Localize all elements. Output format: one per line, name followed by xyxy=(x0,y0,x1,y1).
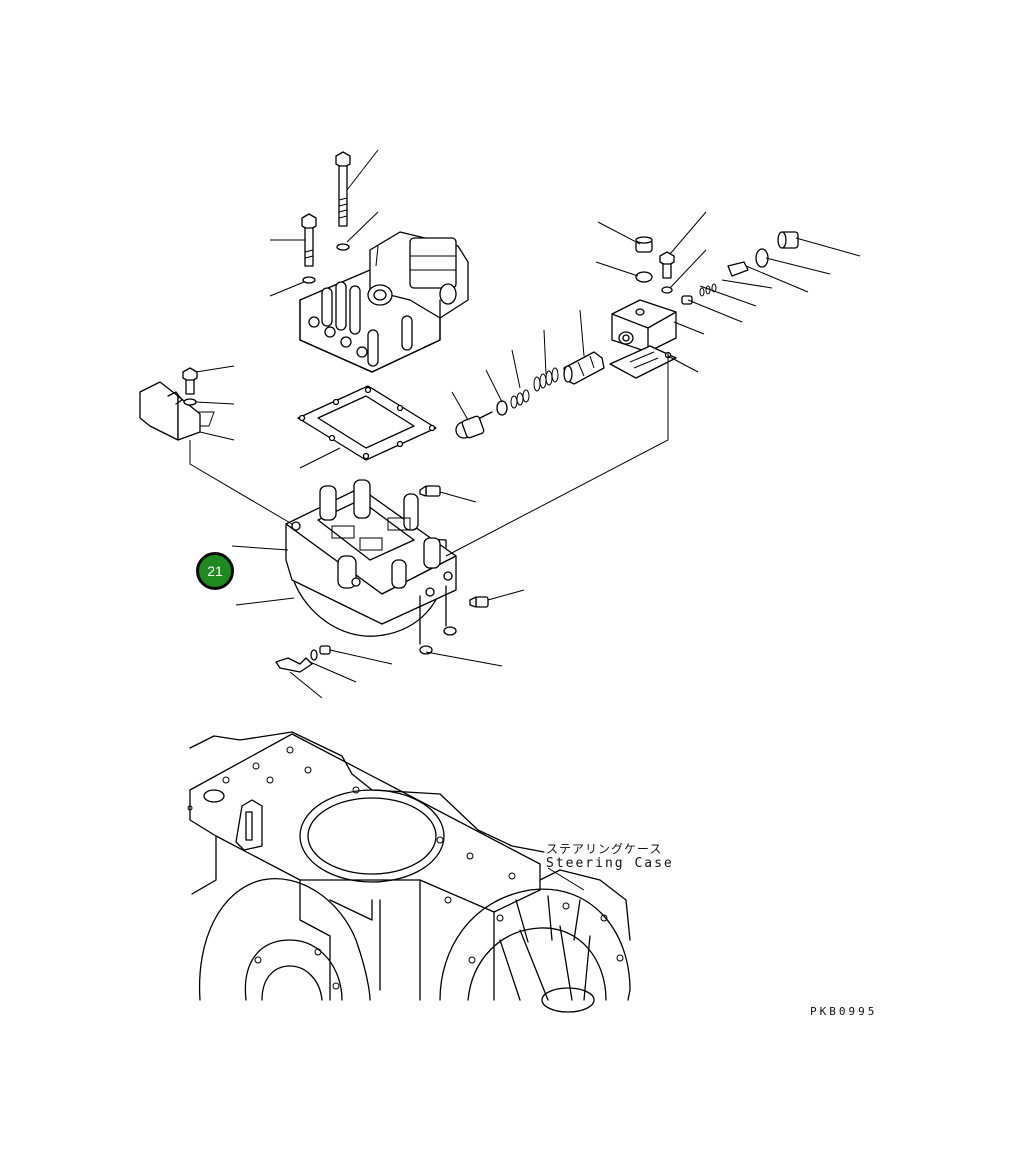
solenoid-plug[interactable] xyxy=(455,411,493,439)
plug-large[interactable] xyxy=(777,231,799,249)
gasket-upper[interactable] xyxy=(184,385,437,461)
location-label-en: Steering Case xyxy=(546,856,674,871)
o-ring[interactable] xyxy=(419,645,433,655)
pilot-spool[interactable] xyxy=(681,261,749,305)
o-ring[interactable] xyxy=(635,271,653,283)
valve-body-upper[interactable] xyxy=(299,231,469,373)
short-bolt[interactable] xyxy=(301,213,317,267)
o-ring[interactable] xyxy=(443,626,457,636)
main-valve-plate[interactable] xyxy=(285,479,457,645)
reference-lines xyxy=(189,352,669,557)
elbow-fitting[interactable] xyxy=(275,645,331,673)
washer[interactable] xyxy=(336,243,350,251)
small-valve-body[interactable] xyxy=(611,299,677,353)
drawing-code: PKB0995 xyxy=(810,1005,878,1018)
plug-cap[interactable] xyxy=(635,236,653,253)
spool[interactable] xyxy=(563,351,605,385)
washer[interactable] xyxy=(302,276,316,284)
spring[interactable] xyxy=(533,367,559,392)
steering-case[interactable] xyxy=(187,731,631,1013)
washer[interactable] xyxy=(661,286,673,294)
callout-badge-label: 21 xyxy=(207,563,223,579)
callout-badge-21[interactable]: 21 xyxy=(196,552,234,590)
long-bolt[interactable] xyxy=(335,151,351,227)
spring-small[interactable] xyxy=(510,389,530,409)
location-label-jp: ステアリングケース xyxy=(546,842,663,856)
gasket-small[interactable] xyxy=(609,345,677,379)
leader-lines xyxy=(195,149,861,699)
o-ring[interactable] xyxy=(496,400,508,416)
plug-right-lower[interactable] xyxy=(469,596,489,608)
small-bolt-right[interactable] xyxy=(659,251,675,279)
washer[interactable] xyxy=(183,398,197,406)
plug-right-upper[interactable] xyxy=(419,485,441,497)
small-bolt[interactable] xyxy=(182,367,198,395)
